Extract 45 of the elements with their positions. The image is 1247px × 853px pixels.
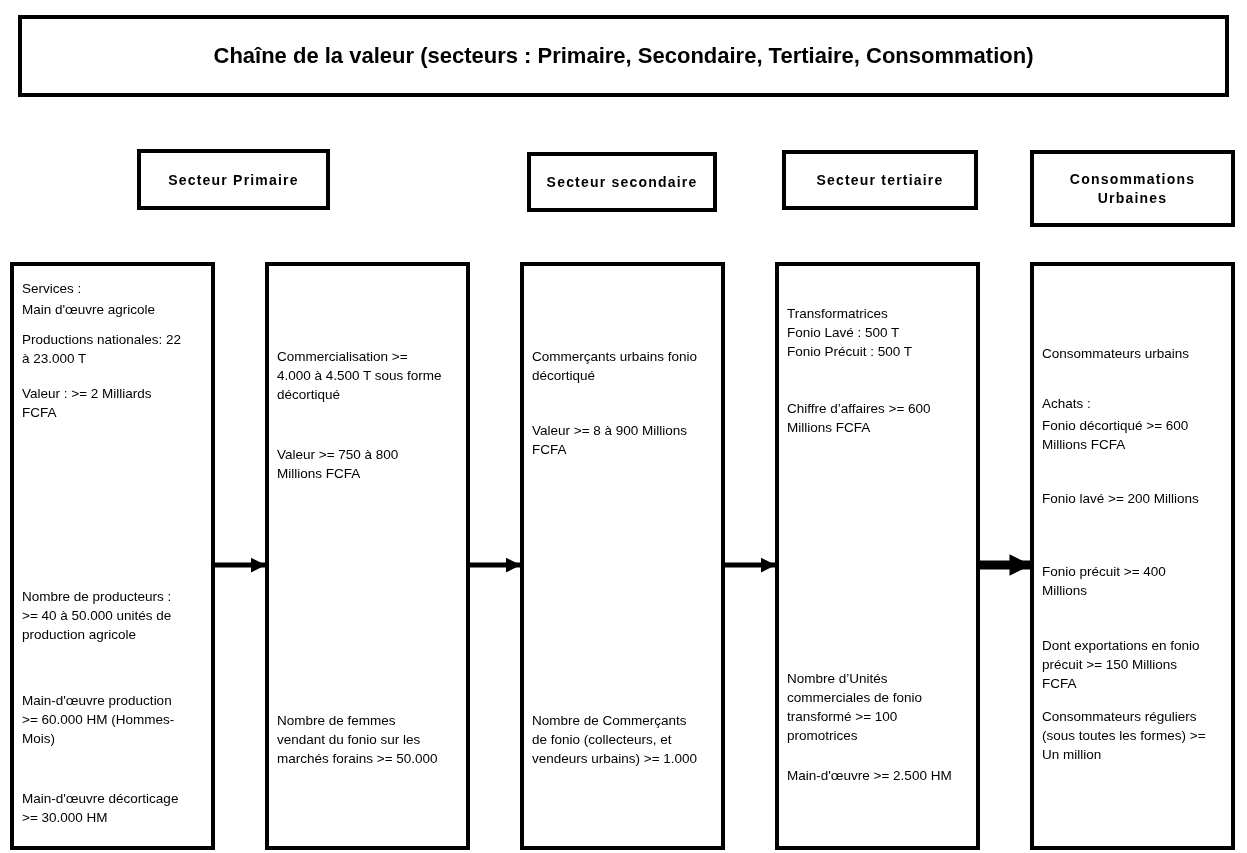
sector-header-box — [137, 149, 330, 210]
value-chain-column — [265, 262, 470, 850]
column-text: Nombre de Commerçants de fonio (collecteurs, et vendeurs urbains) >= 1.000 — [532, 712, 699, 768]
sector-header-box — [527, 152, 717, 212]
column-text: Fonio lavé >= 200 Millions — [1042, 490, 1200, 508]
column-text: Chiffre d’affaires >= 600 Millions FCFA — [787, 400, 932, 437]
column-text: Consommateurs réguliers (sous toutes les formes) >= Un million — [1042, 708, 1207, 764]
column-text: Main d'œuvre agricole — [22, 301, 157, 319]
column-text: Fonio précuit >= 400 Millions — [1042, 563, 1167, 600]
value-chain-column — [775, 262, 980, 850]
column-text: Transformatrices — [787, 305, 889, 323]
column-text: Fonio décortiqué >= 600 Millions FCFA — [1042, 417, 1190, 454]
sector-heading: Secteur secondaire — [545, 172, 699, 192]
column-text: Achats : — [1042, 395, 1092, 413]
sector-heading: Secteur tertiaire — [815, 170, 945, 190]
column-text: Main-d'œuvre décorticage >= 30.000 HM — [22, 790, 180, 827]
column-text: Services : — [22, 280, 83, 298]
column-text: Fonio Lavé : 500 T — [787, 324, 901, 342]
column-text: Productions nationales: 22 à 23.000 T — [22, 331, 183, 368]
column-text: Valeur >= 8 à 900 Millions FCFA — [532, 422, 689, 459]
sector-header-box — [1030, 150, 1235, 227]
arrow — [980, 554, 1032, 576]
column-text: Nombre de femmes vendant du fonio sur les marchés forains >= 50.000 — [277, 712, 439, 768]
sector-heading: Consommations Urbaines — [1068, 169, 1197, 208]
sector-heading: Secteur Primaire — [167, 170, 300, 189]
column-text: Valeur >= 750 à 800 Millions FCFA — [277, 446, 400, 483]
column-text: Consommateurs urbains — [1042, 345, 1191, 363]
column-text: Nombre d’Unités commerciales de fonio transformé >= 100 promotrices — [787, 670, 924, 745]
title-box — [18, 15, 1229, 97]
arrow — [725, 557, 776, 573]
arrow — [215, 557, 266, 573]
value-chain-column — [520, 262, 725, 850]
sector-header-box — [782, 150, 978, 210]
column-text: Commercialisation >= 4.000 à 4.500 T sous forme décortiqué — [277, 348, 443, 404]
column-text: Dont exportations en fonio précuit >= 150 Millions FCFA — [1042, 637, 1201, 693]
column-text: Fonio Précuit : 500 T — [787, 343, 914, 361]
value-chain-column — [10, 262, 215, 850]
value-chain-column — [1030, 262, 1235, 850]
column-text: Nombre de producteurs : >= 40 à 50.000 unités de production agricole — [22, 588, 173, 644]
box-heading: Chaîne de la valeur (secteurs : Primaire, Secondaire, Tertiaire, Consommation) — [212, 43, 1035, 69]
column-text: Main-d'œuvre production >= 60.000 HM (Hommes-Mois) — [22, 692, 176, 748]
column-text: Main-d'œuvre >= 2.500 HM — [787, 767, 953, 785]
column-text: Valeur : >= 2 Milliards FCFA — [22, 385, 153, 422]
column-text: Commerçants urbains fonio décortiqué — [532, 348, 699, 385]
arrow — [470, 557, 521, 573]
